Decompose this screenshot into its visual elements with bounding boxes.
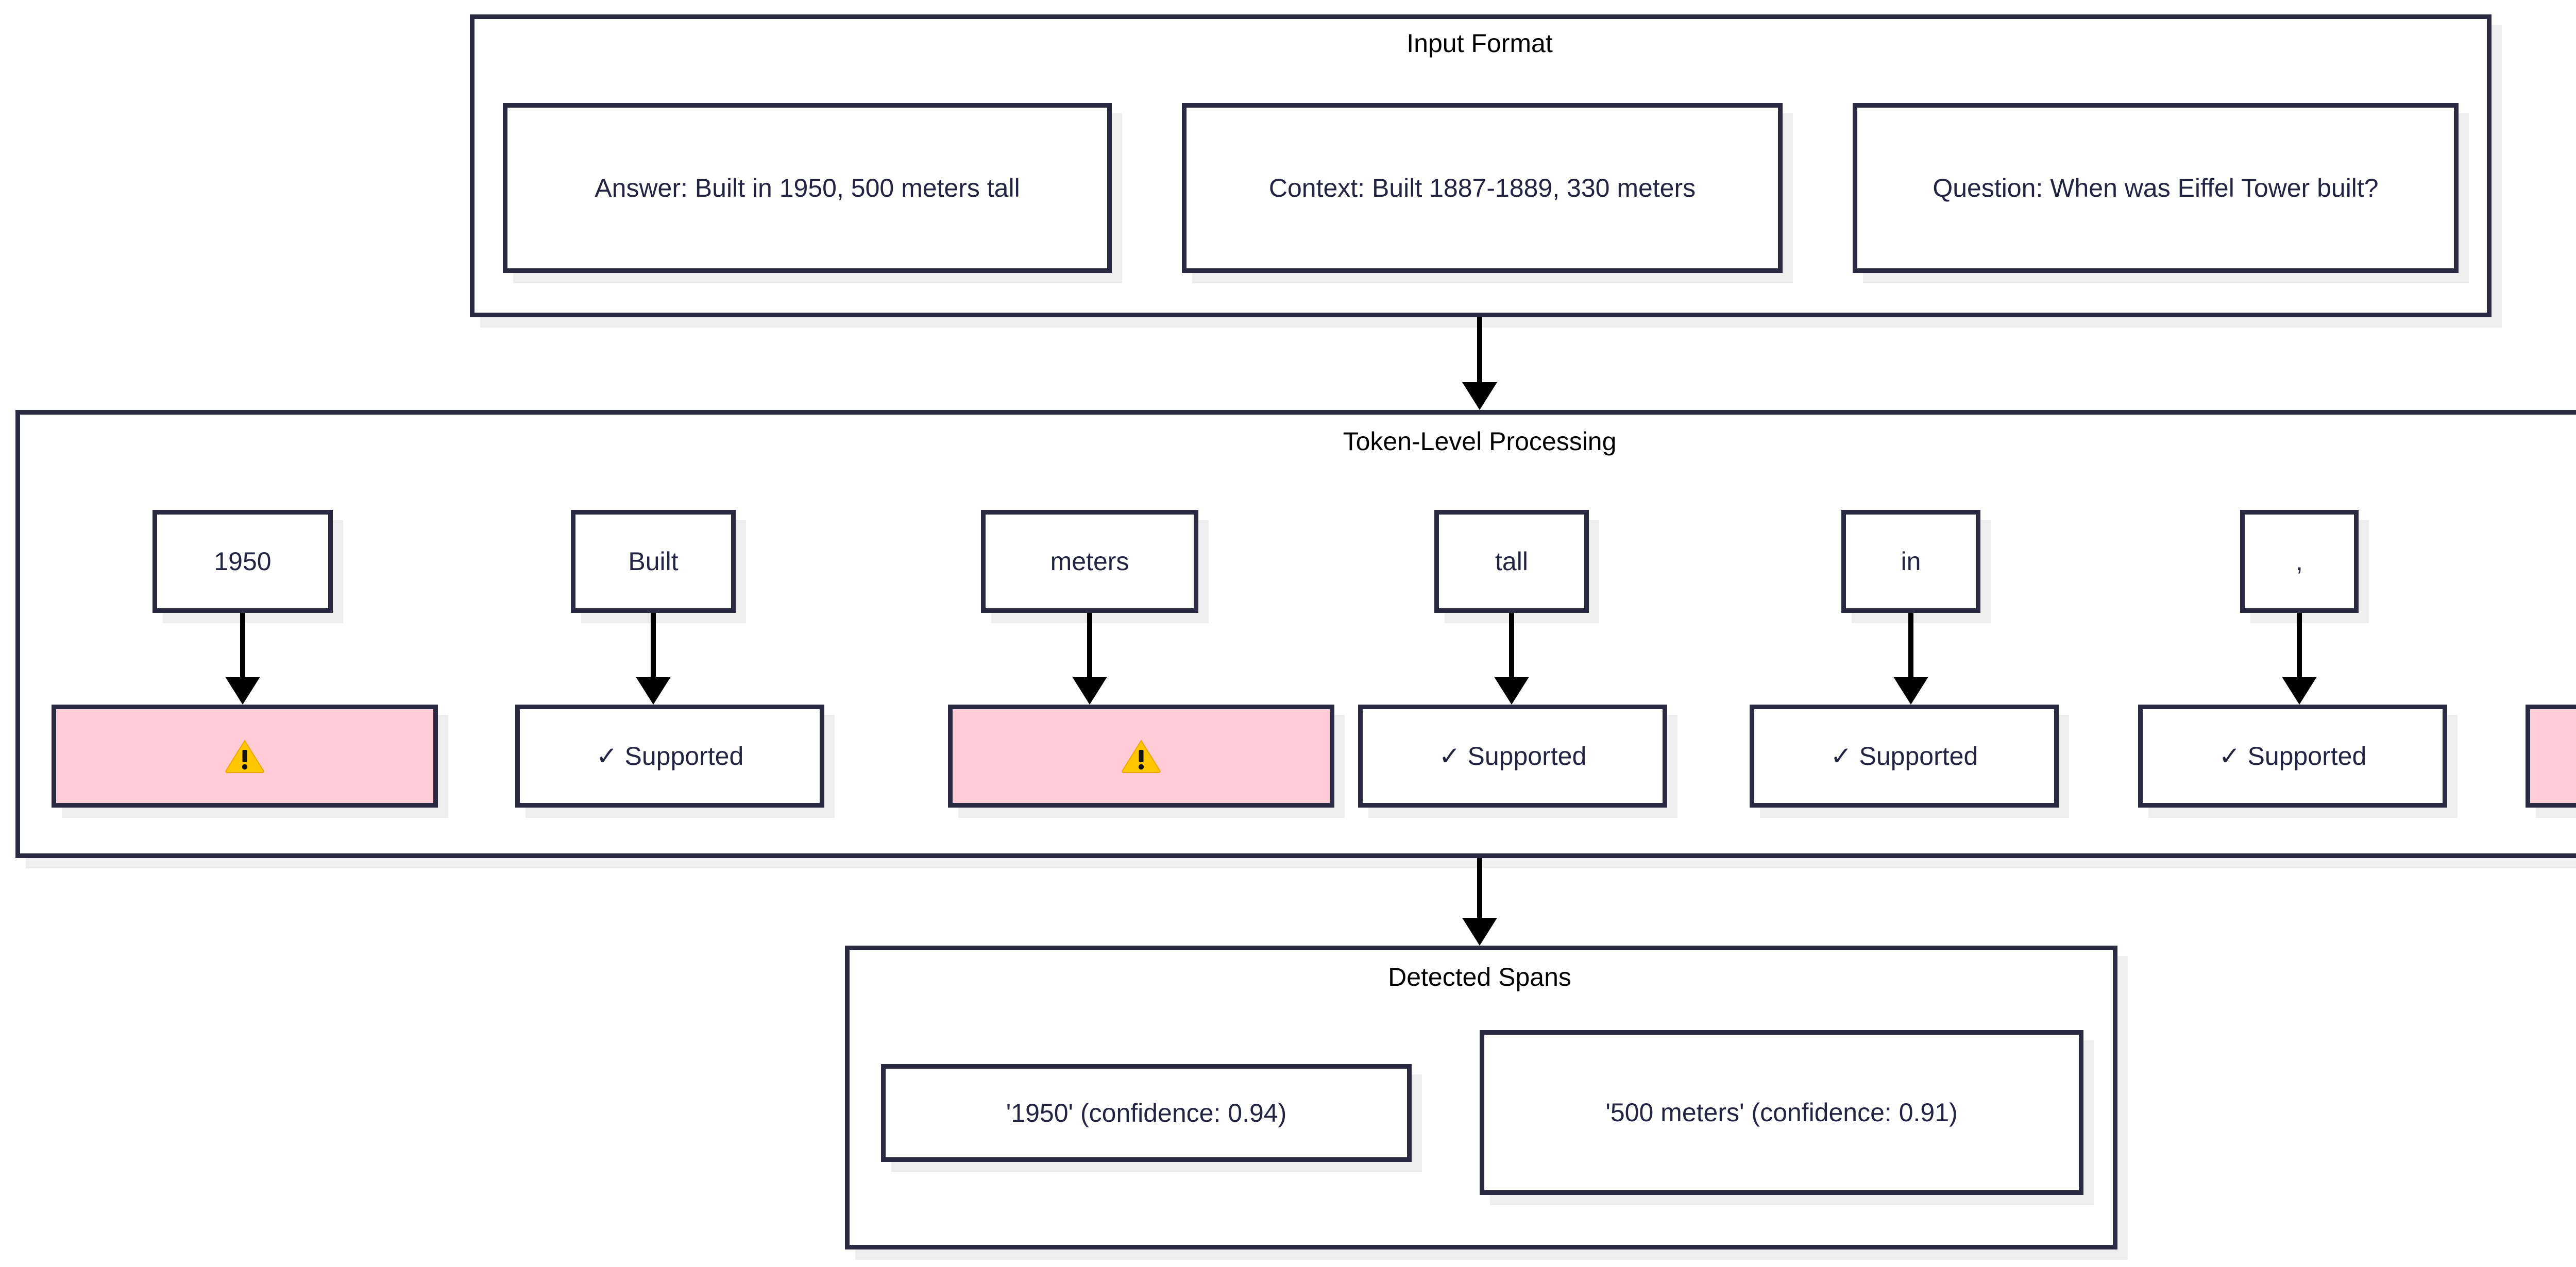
token-box[interactable]: Built <box>571 510 736 613</box>
token-box[interactable]: 1950 <box>152 510 333 613</box>
token-label: 1950 <box>214 546 272 576</box>
token-box[interactable]: in <box>1841 510 1980 613</box>
input-format-title: Input Format <box>1406 29 1553 58</box>
context-node-label: Context: Built 1887-1889, 330 meters <box>1268 173 1696 202</box>
detected-span-label: '500 meters' (confidence: 0.91) <box>1605 1098 1958 1127</box>
status-badge-supported[interactable]: ✓ Supported <box>1750 705 2059 808</box>
detected-span-item[interactable]: '500 meters' (confidence: 0.91) <box>1480 1030 2083 1195</box>
status-label: ✓ Supported <box>1830 741 1978 771</box>
status-label: ✓ Supported <box>1438 741 1587 771</box>
status-badge-supported[interactable]: ✓ Supported <box>515 705 824 808</box>
token-label: Built <box>628 546 679 576</box>
status-badge-unsupported[interactable] <box>52 705 438 808</box>
context-node[interactable]: Context: Built 1887-1889, 330 meters <box>1182 103 1783 273</box>
answer-node[interactable]: Answer: Built in 1950, 500 meters tall <box>503 103 1112 273</box>
detected-spans-title: Detected Spans <box>1388 963 1571 991</box>
status-badge-supported[interactable]: ✓ Supported <box>2138 705 2447 808</box>
answer-node-label: Answer: Built in 1950, 500 meters tall <box>595 173 1020 202</box>
token-label: tall <box>1495 546 1528 576</box>
token-label: in <box>1901 546 1921 576</box>
token-box[interactable]: , <box>2240 510 2359 613</box>
status-badge-unsupported[interactable] <box>948 705 1334 808</box>
warning-triangle-icon <box>225 739 265 774</box>
status-badge-supported[interactable]: ✓ Supported <box>1358 705 1667 808</box>
question-node-label: Question: When was Eiffel Tower built? <box>1933 173 2379 202</box>
token-label: , <box>2296 546 2303 576</box>
token-box[interactable]: tall <box>1434 510 1589 613</box>
token-box[interactable]: meters <box>981 510 1198 613</box>
token-label: meters <box>1050 546 1129 576</box>
question-node[interactable]: Question: When was Eiffel Tower built? <box>1853 103 2459 273</box>
warning-triangle-icon <box>1121 739 1161 774</box>
detected-span-label: '1950' (confidence: 0.94) <box>1006 1098 1287 1127</box>
status-label: ✓ Supported <box>596 741 744 771</box>
status-label: ✓ Supported <box>2218 741 2367 771</box>
token-processing-title: Token-Level Processing <box>1343 427 1617 456</box>
status-badge-unsupported[interactable] <box>2526 705 2576 808</box>
detected-span-item[interactable]: '1950' (confidence: 0.94) <box>881 1064 1412 1162</box>
